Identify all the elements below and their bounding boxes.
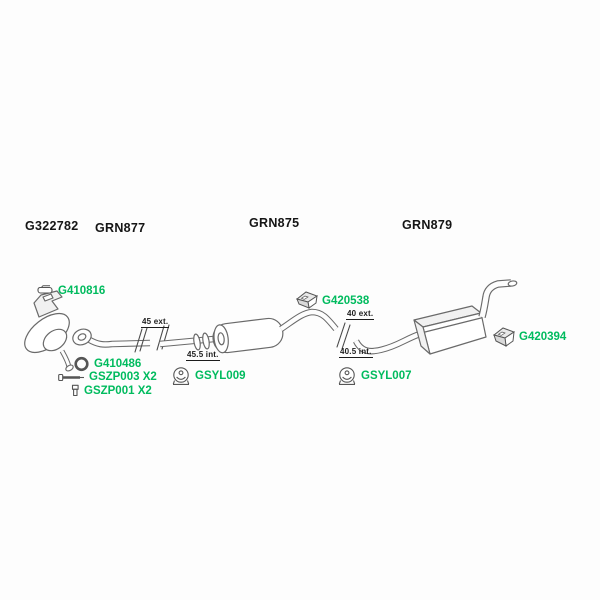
rear-joint-marks xyxy=(336,322,351,350)
rear-silencer-drawing xyxy=(413,305,487,355)
gasket-ring-icon xyxy=(73,356,90,372)
rubber-hanger-icon xyxy=(171,366,191,386)
mount-bracket-icon xyxy=(296,290,318,311)
flange-gasket-icon xyxy=(36,284,54,297)
centre-silencer-drawing xyxy=(159,317,284,354)
part-label-g420538[interactable]: G420538 xyxy=(296,290,369,311)
part-number: G420394 xyxy=(519,331,567,343)
group-label-grn875: GRN875 xyxy=(249,216,300,230)
rear-pipe-drawing xyxy=(353,330,422,355)
part-number: GSYL007 xyxy=(361,370,412,382)
part-label-gsyl009[interactable]: GSYL009 xyxy=(171,366,246,386)
part-number: GSZP001 X2 xyxy=(84,384,152,397)
measurement-40-ext: 40 ext. xyxy=(346,309,375,320)
group-label-grn879: GRN879 xyxy=(402,218,453,232)
part-number: G420538 xyxy=(322,294,370,307)
front-pipe-drawing xyxy=(72,328,151,348)
bolt-icon xyxy=(58,373,85,382)
part-label-g410486[interactable]: G410486 xyxy=(73,356,141,372)
tailpipe-drawing xyxy=(478,279,518,319)
part-number: GSZP003 X2 xyxy=(89,371,157,383)
part-label-g410816[interactable]: G410816 xyxy=(36,284,105,297)
measurement-45-5-int: 45.5 int. xyxy=(186,350,220,361)
part-number: G410816 xyxy=(58,284,106,297)
rubber-hanger-icon xyxy=(337,366,357,386)
group-label-grn877: GRN877 xyxy=(95,221,146,235)
front-joint-marks xyxy=(134,324,170,353)
mount-bracket-icon xyxy=(493,325,515,349)
part-label-g420394[interactable]: G420394 xyxy=(493,325,566,349)
part-label-gszp001[interactable]: GSZP001 X2 xyxy=(71,384,152,397)
part-number: G410486 xyxy=(94,358,142,370)
measurement-45-ext: 45 ext. xyxy=(141,317,170,328)
group-label-g322782: G322782 xyxy=(25,219,79,233)
nut-icon xyxy=(71,384,80,397)
measurement-40-5-int: 40.5 int. xyxy=(339,347,373,358)
part-number: GSYL009 xyxy=(195,370,246,382)
interpipe-drawing xyxy=(279,308,339,332)
part-label-gszp003[interactable]: GSZP003 X2 xyxy=(58,371,157,383)
part-label-gsyl007[interactable]: GSYL007 xyxy=(337,366,412,386)
catalytic-converter-drawing xyxy=(24,290,74,372)
